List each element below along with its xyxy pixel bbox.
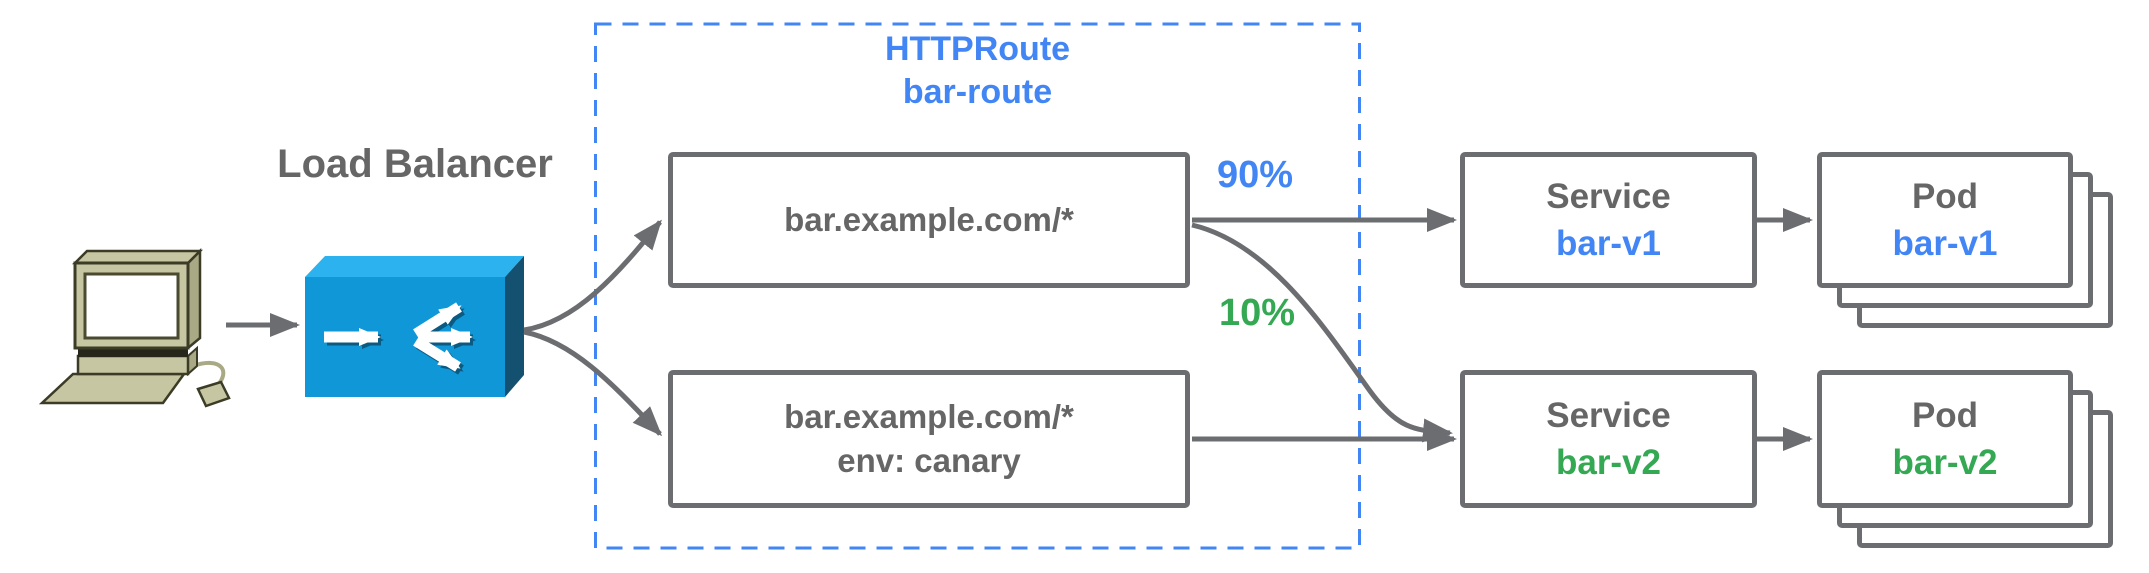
service1-kind: Service bbox=[1546, 177, 1671, 216]
pod-bar-v1-box: Pod bar-v1 bbox=[1817, 152, 2073, 288]
load-balancer-icon bbox=[305, 256, 524, 397]
monitor-stand-strip bbox=[78, 348, 188, 357]
rule1-match: bar.example.com/* bbox=[784, 201, 1074, 238]
pod2-name: bar-v2 bbox=[1892, 443, 1998, 482]
screen bbox=[83, 272, 180, 340]
pod-bar-v1-stack: Pod bar-v1 bbox=[1817, 152, 2113, 328]
connectors bbox=[226, 208, 1813, 451]
service-bar-v1-box: Service bar-v1 bbox=[1460, 152, 1757, 288]
weight-90-label: 90% bbox=[1216, 154, 1294, 196]
lb-side-face bbox=[505, 256, 524, 397]
service2-name: bar-v2 bbox=[1555, 443, 1662, 482]
pod2-kind: Pod bbox=[1911, 396, 1979, 435]
pod1-name: bar-v1 bbox=[1892, 224, 1998, 263]
arrow-lb-to-rule2 bbox=[523, 329, 663, 437]
arrow-lb-to-rule1 bbox=[523, 219, 662, 333]
pod-bar-v2-box: Pod bar-v2 bbox=[1817, 370, 2073, 508]
httproute-kind: HTTPRoute bbox=[884, 30, 1071, 68]
lb-arrow-up bbox=[413, 302, 462, 339]
desktop-computer-icon bbox=[38, 247, 231, 408]
service2-kind: Service bbox=[1546, 396, 1671, 435]
service-bar-v2-box: Service bar-v2 bbox=[1460, 370, 1757, 508]
keyboard-icon bbox=[38, 372, 187, 405]
httproute-boundary bbox=[594, 22, 1361, 550]
route-rule-box-2: bar.example.com/* env: canary bbox=[668, 370, 1190, 508]
pod1-kind: Pod bbox=[1911, 177, 1979, 216]
monitor-side bbox=[186, 247, 202, 351]
route-rule-box-1: bar.example.com/* bbox=[668, 152, 1190, 288]
arrow-rule1-to-service2-10 bbox=[1191, 222, 1453, 443]
weight-10-label: 10% bbox=[1218, 292, 1296, 334]
httproute-title: HTTPRoute bar-route bbox=[595, 28, 1360, 114]
httproute-name: bar-route bbox=[902, 73, 1053, 111]
pod-bar-v2-stack: Pod bar-v2 bbox=[1817, 370, 2113, 548]
base bbox=[76, 354, 190, 376]
base-side bbox=[187, 345, 198, 377]
rule2-header: env: canary bbox=[837, 442, 1021, 479]
rule2-match: bar.example.com/* bbox=[784, 398, 1074, 435]
lb-arrow-down bbox=[413, 336, 461, 372]
lb-top-face bbox=[305, 256, 524, 277]
load-balancer-label: Load Balancer bbox=[277, 142, 553, 186]
service1-name: bar-v1 bbox=[1555, 224, 1662, 263]
lb-split-arrows bbox=[324, 302, 473, 372]
mouse-icon bbox=[196, 380, 231, 408]
monitor-top bbox=[71, 249, 204, 265]
